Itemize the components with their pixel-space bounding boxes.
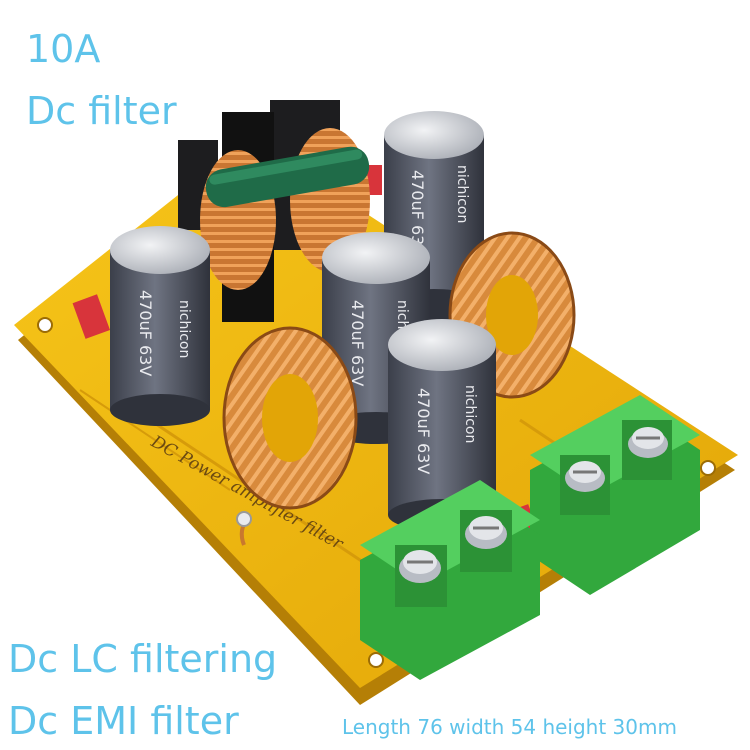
film-capacitor: [72, 294, 110, 339]
dimensions-caption: Length 76 width 54 height 30mm: [342, 715, 677, 739]
capacitor-rating: 470uF 63V: [136, 290, 155, 376]
capacitor-rating: 470uF 63V: [348, 300, 367, 386]
electrolytic-capacitor: nichicon 470uF 63V: [110, 226, 210, 426]
feature-lc-filtering: Dc LC filtering: [8, 637, 278, 681]
terminal-block: [530, 395, 700, 595]
capacitor-brand: nichicon: [462, 385, 478, 443]
capacitor-rating: 470uF 63V: [414, 388, 433, 474]
title-current-rating: 10A: [26, 27, 101, 71]
terminal-block: [360, 480, 540, 680]
title-product-type: Dc filter: [26, 89, 177, 133]
feature-emi-filter: Dc EMI filter: [8, 699, 239, 743]
toroid-inductor: [222, 326, 358, 546]
screw-icon: [465, 516, 507, 549]
screw-icon: [565, 461, 605, 492]
capacitor-rating: 470uF 63V: [408, 170, 427, 256]
capacitor-brand: nichicon: [454, 165, 470, 223]
screw-icon: [399, 550, 441, 583]
screw-icon: [628, 427, 668, 458]
capacitor-brand: nichicon: [176, 300, 192, 358]
